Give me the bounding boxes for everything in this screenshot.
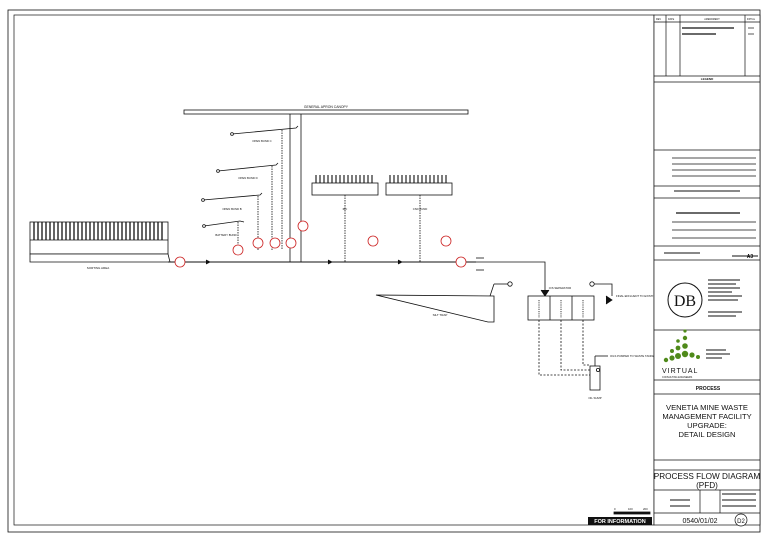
title-block-text: REV DATE AMENDMENT INITIAL LEGEND DB VIR… [654,18,761,525]
db-logo-circle [667,282,703,318]
scale-tick-1: 100 [628,507,633,511]
sorting-ribs [33,222,163,240]
discipline-label: PROCESS [696,386,721,392]
for-information-stamp-box [588,517,652,525]
separator-label: O/S SEPARATOR [549,286,571,290]
bund-c-label: OPEN BUND C [252,139,271,143]
os-separator: O/S SEPARATOR [507,281,595,321]
ibc-ribs [315,175,373,183]
oil-lines [538,320,590,376]
sheet-size: A3 [747,254,754,260]
bund-d-label: OPEN BUND D [238,176,257,180]
open-bund-c: OPEN BUND C [230,125,299,250]
drawing-title-2: (PFD) [696,481,718,490]
csd-label: CSD BUND [413,207,428,211]
revision-code: D2 [737,519,745,525]
battery-bund-label: BATTERY BUND [215,233,236,237]
silt-trap: SILT TRAP [375,283,508,323]
oil-sump: OIL SUMP [588,355,608,400]
silt-trap-label: SILT TRAP [433,313,448,317]
csd-ribs [389,175,447,183]
scale-tick-0: 0 [614,507,616,511]
firm-address-lines [708,279,742,317]
ibc-shelter: IBC [311,175,379,262]
scale-tick-2: 200 [643,507,648,511]
project-title-4: DETAIL DESIGN [679,430,736,439]
sorting-area: SORTING AREA [29,221,171,270]
rev-header-amendment: AMENDMENT [704,18,720,21]
revision-circle [734,513,748,527]
title-block [653,14,761,527]
project-title-2: MANAGEMENT FACILITY [662,412,751,421]
sheet-outer-border [7,9,761,533]
virtual-brand: VIRTUAL [662,368,698,375]
project-title-3: UPGRADE: [687,421,727,430]
ibc-label: IBC [343,207,348,211]
project-title-1: VENETIA MINE WASTE [666,403,748,412]
rev-header-initial: INITIAL [747,18,756,21]
rev-header-date: DATE [668,18,675,21]
process-diagram: GENERAL APRON CANOPY OPEN BUND C OPEN BU… [29,105,690,515]
oil-sump-label: OIL SUMP [588,396,601,400]
virtual-sub: CONSULTING ENGINEERS [662,376,693,379]
drawing-title-1: PROCESS FLOW DIAGRAM [654,472,761,481]
canopy-label: GENERAL APRON CANOPY [304,105,349,109]
for-information-stamp: FOR INFORMATION [594,519,646,525]
open-bund-d: OPEN BUND D [216,162,279,250]
legend-title: LEGEND [701,77,714,81]
final-effluent-label: FINAL EFFLUENT TO EXISTING DIRTY WATER S… [616,294,690,298]
bund-b-label: OPEN BUND B [222,207,241,211]
rev-header-rev: REV [656,18,661,21]
firm-logo-db: DB [674,293,696,310]
virtual-address-lines [706,349,730,359]
drawing-frame [13,14,655,526]
csd-bund-shelter: CSD BUND [385,175,453,262]
valve-symbols [174,220,467,268]
oils-pumped-label: OILS PUMPED TO WASTE TANKER [610,354,656,358]
virtual-tree-logo [663,329,700,363]
scale-bar: 0 100 200 [613,507,651,515]
sorting-area-label: SORTING AREA [87,266,109,270]
canopy-bar [183,109,469,115]
drawing-number: 0540/01/02 [682,518,717,525]
